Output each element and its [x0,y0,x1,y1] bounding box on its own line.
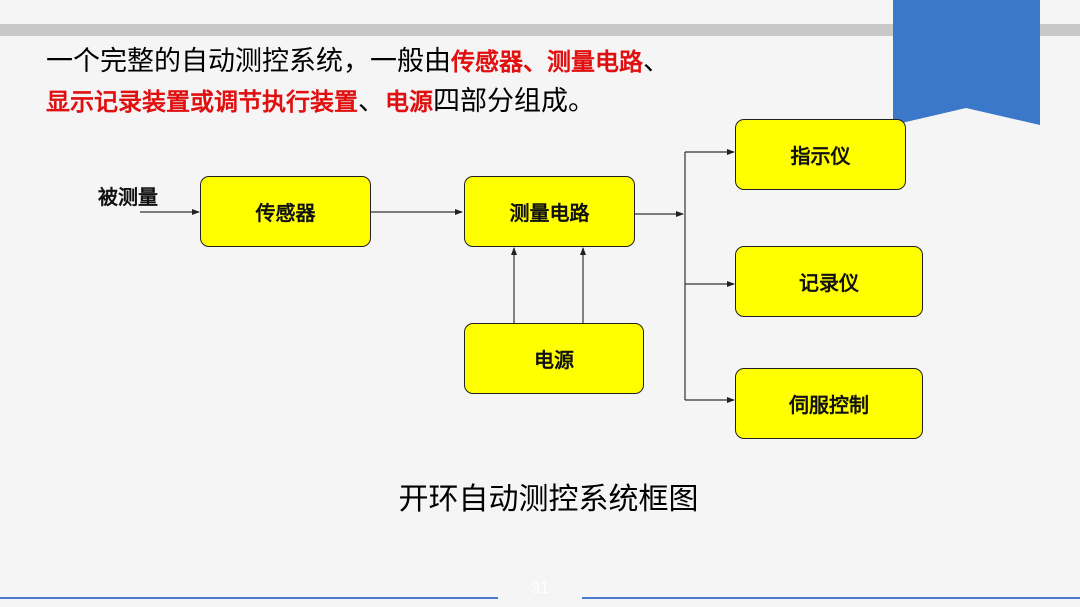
top-band [0,24,1080,36]
footer-line-right [582,597,1080,599]
intro-line1-plain: 一个完整的自动测控系统，一般由 [46,46,451,77]
intro-line2-emphasis-2: 电源 [385,88,433,116]
intro-line1-emphasis: 传感器、测量电路 [451,48,643,76]
page-number: 31 [531,580,549,597]
intro-line2-emphasis-1: 显示记录装置或调节执行装置 [46,88,358,116]
intro-line2-end: 四部分组成。 [433,86,595,117]
input-label: 被测量 [98,185,158,209]
intro-line-2: 显示记录装置或调节执行装置、电源四部分组成。 [46,82,670,122]
bookmark-ribbon [893,0,1040,125]
measure-circuit-box: 测量电路 [464,176,635,247]
sensor-box: 传感器 [200,176,371,247]
diagram-caption: 开环自动测控系统框图 [398,482,699,517]
recorder-box: 记录仪 [735,246,923,317]
footer-line-left [0,597,498,599]
indicator-box: 指示仪 [735,119,906,190]
servo-box: 伺服控制 [735,368,923,439]
intro-line-1: 一个完整的自动测控系统，一般由传感器、测量电路、 [46,42,670,82]
power-box: 电源 [464,323,644,394]
intro-text: 一个完整的自动测控系统，一般由传感器、测量电路、 显示记录装置或调节执行装置、电… [46,42,670,122]
intro-line1-end: 、 [643,46,670,77]
intro-line2-sep: 、 [358,86,385,117]
